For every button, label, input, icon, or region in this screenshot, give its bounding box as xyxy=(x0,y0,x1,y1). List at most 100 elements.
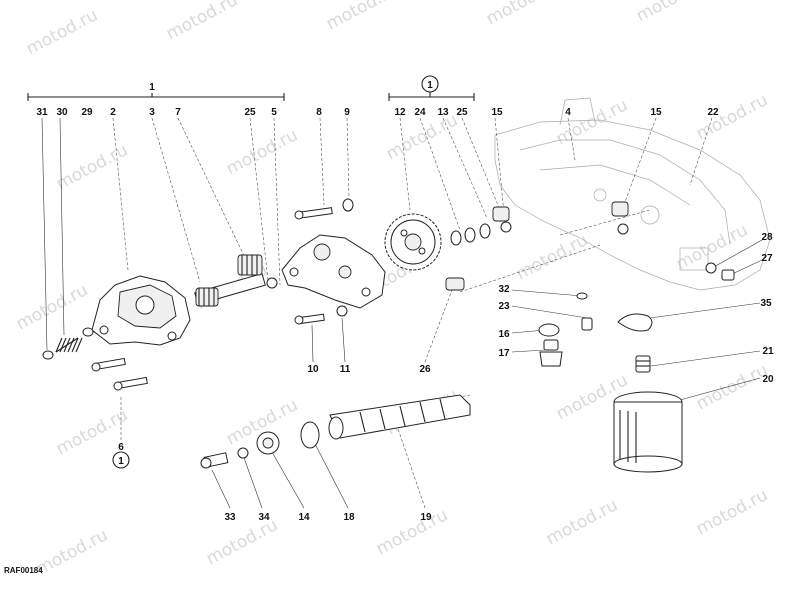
callout-label: 26 xyxy=(419,364,431,375)
diagram-reference-code: RAF00184 xyxy=(4,566,43,575)
watermark-text: motod.ru xyxy=(693,90,771,144)
callout-label: 7 xyxy=(175,107,181,118)
cover-washer-top xyxy=(342,198,354,212)
plug-14 xyxy=(256,431,280,455)
watermark-text: motod.ru xyxy=(163,0,241,44)
seal-ring-b xyxy=(464,227,476,243)
nipple-21 xyxy=(635,355,651,373)
callout-label: 33 xyxy=(224,512,236,523)
callout-label: 28 xyxy=(761,232,773,243)
cover-35 xyxy=(617,313,653,332)
callout-label: 8 xyxy=(316,107,322,118)
relief-spring xyxy=(55,337,83,353)
callout-label: 27 xyxy=(761,253,773,264)
callout-label: 17 xyxy=(498,348,510,359)
watermark-text: motod.ru xyxy=(383,110,461,164)
callout-label: 14 xyxy=(298,512,310,523)
oil-filter xyxy=(613,391,683,473)
callout-label: 1 xyxy=(149,82,155,93)
watermark-text: motod.ru xyxy=(633,0,711,26)
o-ring-18 xyxy=(300,421,320,449)
oil-pump-body xyxy=(91,275,191,346)
pump-gear-drive xyxy=(237,254,263,276)
bush-a xyxy=(492,206,510,222)
washer-32 xyxy=(576,292,588,300)
group-bracket-1 xyxy=(27,93,285,101)
group-bracket-circled-1 xyxy=(388,92,475,101)
pump-cover xyxy=(281,234,386,309)
washer-34 xyxy=(237,447,249,459)
watermark-text: motod.ru xyxy=(543,495,621,549)
callout-label: 13 xyxy=(437,107,449,118)
engine-case-outline xyxy=(494,97,771,291)
watermark-text: motod.ru xyxy=(13,280,91,334)
relief-plunger xyxy=(82,327,94,337)
watermark-text: motod.ru xyxy=(23,5,101,59)
callout-label: 35 xyxy=(760,298,772,309)
watermark-text: motod.ru xyxy=(483,0,561,29)
pump-washer xyxy=(266,277,278,289)
watermark-text: motod.ru xyxy=(323,0,401,34)
callout-label: 30 xyxy=(56,107,68,118)
callout-label: 19 xyxy=(420,512,432,523)
callout-label: 4 xyxy=(565,107,571,118)
callout-label: 15 xyxy=(650,107,662,118)
callout-label: 10 xyxy=(307,364,319,375)
watermark-text: motod.ru xyxy=(693,360,771,414)
seal-ring-c xyxy=(479,223,491,239)
callout-label: 6 xyxy=(118,442,124,453)
callout-label: 3 xyxy=(149,107,155,118)
cover-washer-bottom xyxy=(336,305,348,317)
watermark-text: motod.ru xyxy=(223,125,301,179)
callout-label: 34 xyxy=(258,512,270,523)
watermark-text: motod.ru xyxy=(513,230,591,284)
callout-label: 5 xyxy=(271,107,277,118)
washer-28 xyxy=(705,262,717,274)
seal-ring-a xyxy=(450,230,462,246)
callout-label: 23 xyxy=(498,301,510,312)
screw-33 xyxy=(200,452,229,469)
cover-screw-top xyxy=(294,207,333,220)
callout-label: 25 xyxy=(456,107,468,118)
watermark-text: motod.ru xyxy=(693,485,771,539)
callout-label: 21 xyxy=(762,346,774,357)
plug-27 xyxy=(721,269,735,281)
watermark-text: motod.ru xyxy=(373,505,451,559)
bush-b xyxy=(611,201,629,217)
pump-screw-a xyxy=(91,357,126,372)
callout-label: 15 xyxy=(491,107,503,118)
relief-cap xyxy=(42,350,54,360)
pump-screw-b xyxy=(113,376,148,391)
circled-ref-bottom: 1 xyxy=(112,451,130,469)
callout-label: 32 xyxy=(498,284,510,295)
callout-label: 2 xyxy=(110,107,116,118)
oil-strainer xyxy=(328,394,471,440)
callout-label: 31 xyxy=(36,107,48,118)
cover-screw-bottom xyxy=(294,313,325,325)
callout-label: 12 xyxy=(394,107,406,118)
callout-label: 25 xyxy=(244,107,256,118)
circled-ref-top: 1 xyxy=(421,75,439,93)
o-ring-a xyxy=(500,221,512,233)
callout-label: 18 xyxy=(343,512,355,523)
pump-gear-driven xyxy=(195,287,219,307)
callout-label: 24 xyxy=(414,107,426,118)
callout-label: 9 xyxy=(344,107,350,118)
callout-label: 22 xyxy=(707,107,719,118)
o-ring-b xyxy=(617,223,629,235)
callout-label: 29 xyxy=(81,107,93,118)
shaft-bush xyxy=(445,277,465,291)
union-17 xyxy=(539,339,563,367)
screw-23 xyxy=(581,317,593,331)
circled-ref-top-label: 1 xyxy=(427,80,433,91)
callout-labels: 1 31 30 29 2 3 7 25 5 8 9 12 24 13 25 15… xyxy=(36,82,774,523)
seal-16 xyxy=(538,323,560,337)
watermark-text: motod.ru xyxy=(53,140,131,194)
watermark-text: motod.ru xyxy=(33,525,111,579)
drive-gear xyxy=(384,213,442,271)
callout-label: 16 xyxy=(498,329,510,340)
callout-label: 11 xyxy=(340,364,351,375)
watermark-text: motod.ru xyxy=(203,515,281,569)
